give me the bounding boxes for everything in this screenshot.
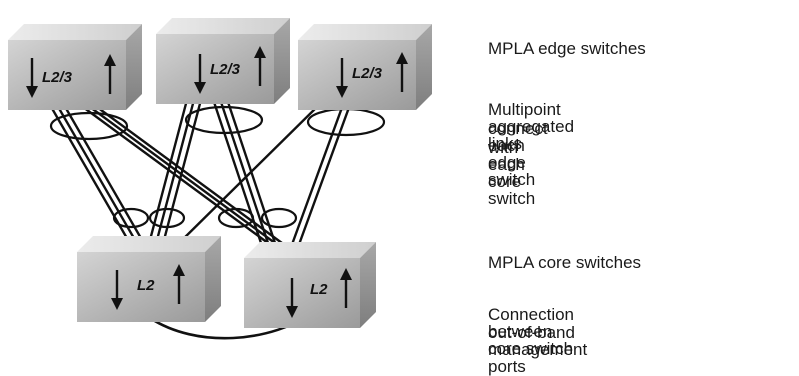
network-diagram: L2/3 L2/3 L2/3 — [8, 18, 432, 340]
up-arrow-icon — [173, 264, 185, 304]
up-arrow-icon — [254, 46, 266, 86]
aggregated-links — [44, 95, 353, 251]
switch-layer-label: L2/3 — [352, 65, 383, 82]
switch-top-face — [156, 18, 290, 34]
switch-side-face — [416, 24, 432, 110]
switch-side-face — [126, 24, 142, 110]
core-switch: L2 — [244, 242, 376, 328]
edge-switch: L2/3 — [8, 24, 142, 110]
link-group-ellipse — [112, 207, 150, 229]
edge-switch: L2/3 — [156, 18, 290, 104]
switch-layer-label: L2 — [310, 281, 328, 298]
link-group-ellipse — [217, 207, 255, 229]
switch-top-face — [77, 236, 221, 252]
switch-front-face — [8, 40, 126, 110]
down-arrow-icon — [194, 54, 206, 94]
up-arrow-icon — [396, 52, 408, 92]
link-edge2-core1 — [148, 95, 204, 241]
down-arrow-icon — [336, 58, 348, 98]
switch-side-face — [274, 18, 290, 104]
caption-line: out-of-band management ports — [488, 323, 588, 376]
link-group-ellipse — [260, 207, 298, 229]
switch-top-face — [298, 24, 432, 40]
switch-top-face — [244, 242, 376, 258]
edge-switches-caption: MPLA edge switches — [488, 39, 646, 58]
down-arrow-icon — [26, 58, 38, 98]
link-edge3-core2 — [288, 101, 353, 251]
switch-top-face — [8, 24, 142, 40]
link-edge1-core1 — [44, 97, 144, 241]
edge-switch: L2/3 — [298, 24, 432, 110]
caption-line: with each core switch — [488, 138, 536, 208]
switch-front-face — [298, 40, 416, 110]
down-arrow-icon — [111, 270, 123, 310]
switch-front-face — [244, 258, 360, 328]
switch-layer-label: L2 — [137, 277, 155, 294]
down-arrow-icon — [286, 278, 298, 318]
caption-line: Multipoint aggregated links — [488, 100, 575, 153]
up-arrow-icon — [340, 268, 352, 308]
caption-line: connect each edge switch — [488, 119, 548, 189]
switch-layer-label: L2/3 — [42, 69, 73, 86]
link-edge3-core1 — [171, 101, 323, 251]
switch-front-face — [156, 34, 274, 104]
link-group-ellipse — [184, 105, 264, 135]
switch-side-face — [205, 236, 221, 322]
core-switches-caption: MPLA core switches — [488, 253, 642, 272]
switch-front-face — [77, 252, 205, 322]
up-arrow-icon — [104, 54, 116, 94]
link-group-ellipse — [148, 207, 186, 229]
switch-side-face — [360, 242, 376, 328]
switch-layer-label: L2/3 — [210, 61, 241, 78]
link-group-ellipse — [49, 111, 129, 141]
core-switch: L2 — [77, 236, 221, 322]
